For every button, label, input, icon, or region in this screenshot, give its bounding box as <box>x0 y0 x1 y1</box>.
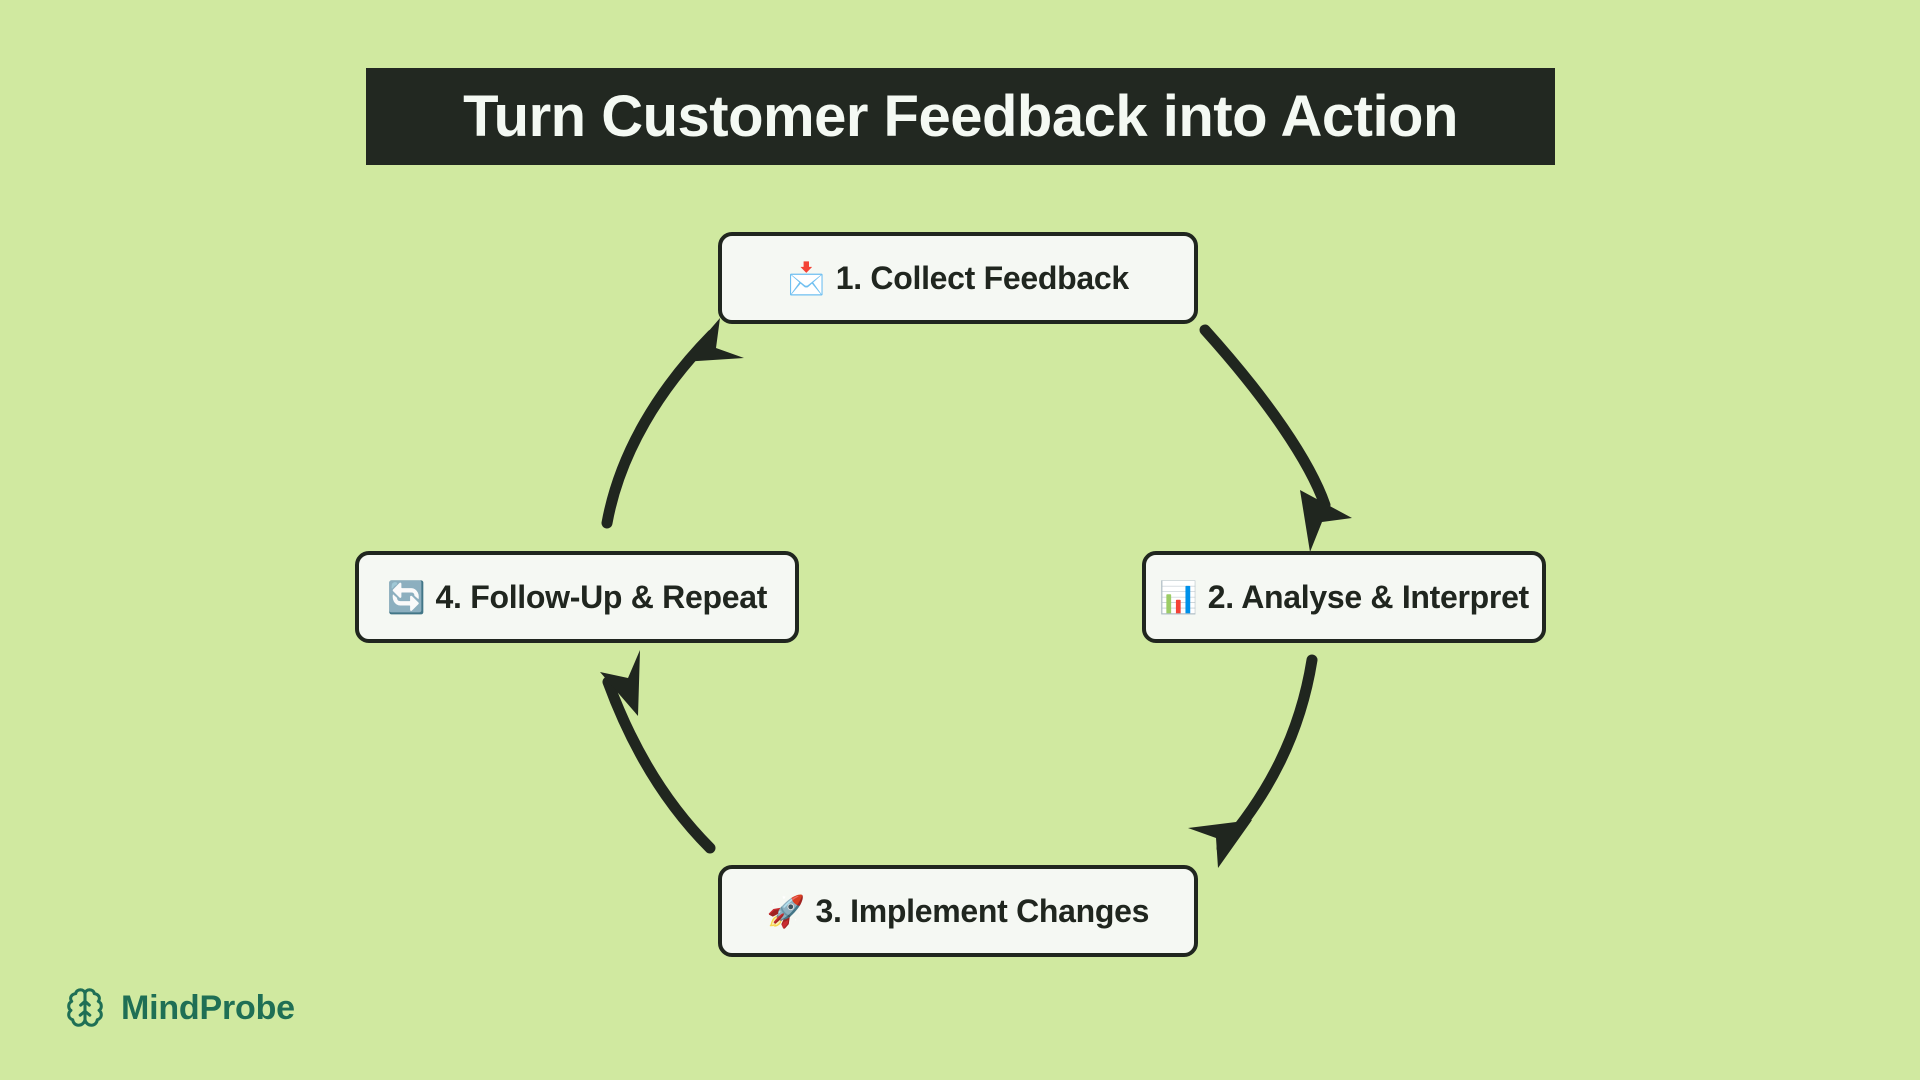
brand-name: MindProbe <box>121 989 295 1027</box>
step-1-label: 1. Collect Feedback <box>835 260 1129 296</box>
arrow-step2-to-step3 <box>1188 654 1318 868</box>
step-4-label: 4. Follow-Up & Repeat <box>435 579 768 615</box>
brain-icon <box>67 988 103 1027</box>
arrow-step3-to-step4 <box>600 650 716 854</box>
step-box-4-follow-up-repeat[interactable]: 🔄 4. Follow-Up & Repeat <box>355 551 799 643</box>
arrow-step4-to-step1 <box>601 318 744 529</box>
step-box-3-implement-changes[interactable]: 🚀 3. Implement Changes <box>718 865 1198 957</box>
page-title: Turn Customer Feedback into Action <box>463 83 1458 149</box>
step-box-1-collect-feedback[interactable]: 📩 1. Collect Feedback <box>718 232 1198 324</box>
step-3-label: 3. Implement Changes <box>815 893 1150 929</box>
arrow-step1-to-step2 <box>1199 324 1352 552</box>
bar-chart-icon: 📊 <box>1159 579 1198 615</box>
step-box-2-analyse-interpret[interactable]: 📊 2. Analyse & Interpret <box>1142 551 1546 643</box>
title-banner: Turn Customer Feedback into Action <box>366 68 1555 165</box>
incoming-envelope-icon: 📩 <box>787 260 826 296</box>
step-2-label: 2. Analyse & Interpret <box>1207 579 1530 615</box>
brand-logo: MindProbe <box>62 985 295 1031</box>
step-4-content: 🔄 4. Follow-Up & Repeat <box>387 581 767 613</box>
rocket-icon: 🚀 <box>766 893 806 929</box>
step-3-content: 🚀 3. Implement Changes <box>766 893 1150 929</box>
step-1-content: 📩 1. Collect Feedback <box>787 262 1129 294</box>
step-2-content: 📊 2. Analyse & Interpret <box>1159 581 1529 613</box>
repeat-icon: 🔄 <box>386 579 426 615</box>
